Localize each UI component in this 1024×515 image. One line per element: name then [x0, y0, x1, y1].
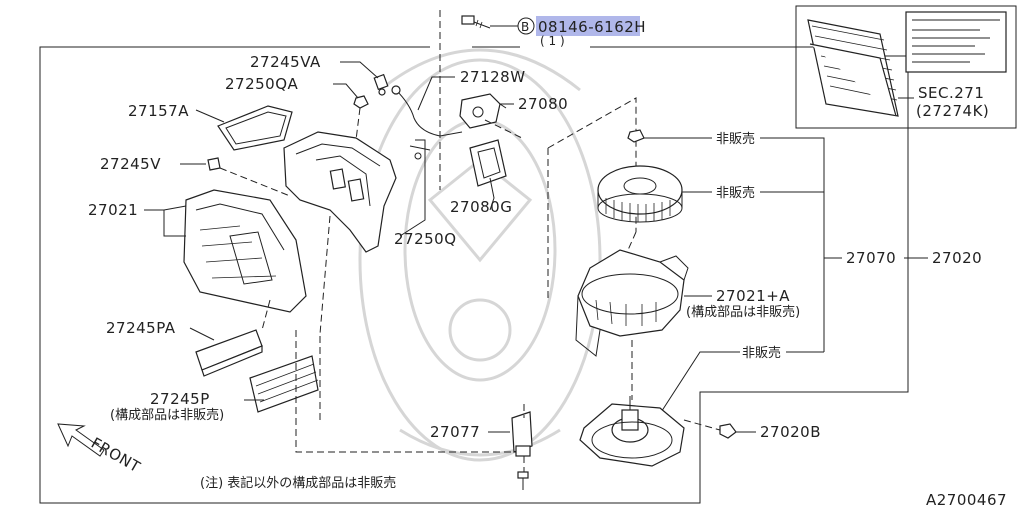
label-08146-6162h[interactable]: 08146-6162H: [538, 18, 646, 36]
footnote: (注) 表記以外の構成部品は非販売: [200, 475, 396, 491]
label-nonsale-1[interactable]: 非販売: [716, 131, 755, 147]
cable-27128w-icon: [391, 85, 463, 137]
label-27020[interactable]: 27020: [932, 249, 982, 267]
nut-27250qa-icon: [353, 95, 369, 109]
label-27020b[interactable]: 27020B: [760, 423, 821, 441]
label-27250qa[interactable]: 27250QA: [225, 75, 299, 93]
gasket-27080g-icon: [469, 139, 507, 187]
front-arrow-icon: [57, 423, 105, 457]
nut-27020b-icon: [719, 423, 737, 439]
label-27077[interactable]: 27077: [430, 423, 480, 441]
label-27080[interactable]: 27080: [518, 95, 568, 113]
assembly-frame: [39, 46, 909, 504]
scroll-housing-27021a-icon: [575, 249, 689, 357]
label-27245pa[interactable]: 27245PA: [106, 319, 176, 337]
nut-top-icon: [627, 129, 645, 143]
label-front: FRONT: [88, 434, 144, 477]
label-nonsale-3[interactable]: 非販売: [742, 345, 781, 361]
label-27157a[interactable]: 27157A: [128, 102, 189, 120]
bolt-symbol-circle: [517, 17, 535, 35]
seal-27157a-icon: [217, 105, 293, 151]
label-27080g[interactable]: 27080G: [450, 198, 512, 216]
label-27021[interactable]: 27021: [88, 201, 138, 219]
resistor-27077-icon: [511, 411, 533, 457]
label-27021a[interactable]: 27021+A: [716, 287, 790, 305]
filter-label-card-icon: [905, 11, 1007, 73]
label-nonsale-2[interactable]: 非販売: [716, 185, 755, 201]
clip-27245va-icon: [373, 73, 389, 96]
label-27250q[interactable]: 27250Q: [394, 230, 457, 248]
clip-27245v-icon: [207, 157, 221, 171]
bolt-icon: [461, 15, 491, 29]
filter-27245p-icon: [249, 355, 319, 413]
blower-fan-icon: [597, 165, 683, 223]
label-sec271: SEC.271: [918, 84, 984, 102]
part-number-highlight: [536, 16, 640, 36]
label-27070[interactable]: 27070: [846, 249, 896, 267]
actuator-27080-icon: [459, 93, 507, 129]
screw-icon: [517, 471, 529, 490]
label-27245p[interactable]: 27245P: [150, 390, 210, 408]
label-27245v[interactable]: 27245V: [100, 155, 161, 173]
diagram-id: A2700467: [926, 491, 1007, 509]
label-27245p-note: (構成部品は非販売): [110, 407, 224, 423]
label-27245va[interactable]: 27245VA: [250, 53, 321, 71]
cabin-filter-icon: [807, 19, 899, 117]
label-27128w[interactable]: 27128W: [460, 68, 526, 86]
blower-motor-icon: [579, 396, 685, 467]
intake-case-27021-icon: [183, 189, 307, 313]
filter-27245pa-icon: [195, 329, 263, 377]
filter-inset-box: [795, 5, 1017, 129]
label-bolt-qty: ( 1 ): [540, 34, 565, 48]
label-27274k: (27274K): [916, 102, 989, 120]
intake-duct-icon: [283, 131, 431, 253]
label-27021a-note: (構成部品は非販売): [686, 304, 800, 320]
bolt-symbol: B: [521, 20, 529, 34]
